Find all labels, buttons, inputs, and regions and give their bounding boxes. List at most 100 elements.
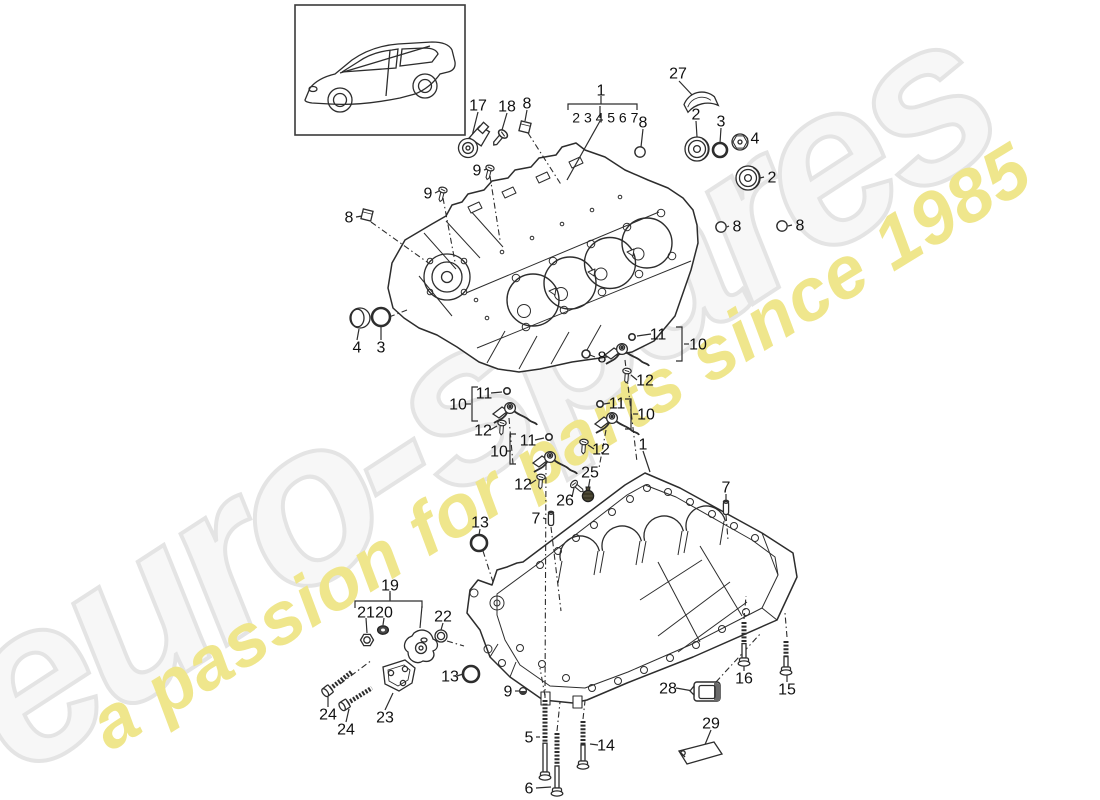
callout-10: 10 [490, 444, 508, 461]
part-icon-nozzle [491, 401, 538, 426]
callout-1: 1 [597, 83, 606, 100]
callout-14: 14 [597, 738, 615, 755]
part-icon-capR [684, 136, 710, 162]
leader-centerline [370, 221, 428, 263]
callout-7: 7 [722, 480, 731, 497]
part-icon-valve [581, 486, 595, 503]
callout-9: 9 [473, 163, 482, 180]
part-icon-bolt [338, 686, 374, 712]
leader-line [535, 786, 552, 789]
leader-centerline [784, 612, 788, 638]
callout-16: 16 [735, 671, 753, 688]
leader-line [640, 128, 644, 148]
leader-line [440, 622, 444, 631]
bracket-nozzle-a [676, 326, 683, 362]
callout-9: 9 [424, 186, 433, 203]
part-icon-oring [370, 306, 392, 328]
callout-8: 8 [345, 210, 354, 227]
part-icon-plugC [349, 307, 371, 329]
part-icon-plugH [731, 133, 749, 151]
car-illustration [304, 41, 456, 113]
part-icon-nozzle [593, 411, 640, 436]
callout-9: 9 [504, 684, 513, 701]
part-icon-screw [497, 419, 507, 436]
leader-centerline [556, 701, 561, 732]
part-icon-ring [581, 349, 591, 359]
callout-8: 8 [796, 218, 805, 235]
part-icon-sealS [434, 629, 448, 643]
leader-centerline [482, 550, 494, 583]
callout-4567: 4 5 6 7 [596, 110, 639, 126]
callout-13: 13 [471, 515, 489, 532]
leader-line [636, 333, 652, 337]
callout-24: 24 [337, 722, 355, 739]
callout-4: 4 [751, 131, 760, 148]
cylinder-bores [506, 217, 673, 327]
leader-centerline [725, 514, 729, 541]
leader-centerline [582, 700, 586, 720]
leader-line [587, 444, 595, 450]
callout-22: 22 [434, 609, 452, 626]
leader-line [589, 354, 596, 358]
callout-7: 7 [532, 511, 541, 528]
leader-centerline [544, 463, 547, 699]
callout-12: 12 [592, 442, 610, 459]
part-icon-pin [547, 510, 555, 527]
part-icon-screw [485, 164, 495, 181]
leader-line [719, 127, 722, 144]
part-icon-washer [376, 625, 390, 635]
callout-12: 12 [636, 373, 654, 390]
leader-line [726, 225, 730, 228]
callout-17: 17 [469, 98, 487, 115]
callout-25: 25 [581, 465, 599, 482]
vehicle-box-frame [294, 4, 466, 136]
leader-line [382, 617, 385, 626]
part-icon-pin [722, 499, 730, 516]
callout-10: 10 [449, 397, 467, 414]
leader-line [589, 743, 599, 746]
part-icon-ring [502, 386, 512, 396]
callout-2: 2 [692, 107, 701, 124]
callout-11: 11 [520, 433, 537, 450]
callout-6: 6 [525, 781, 534, 798]
callout-3: 3 [717, 114, 726, 131]
callout-26: 26 [556, 493, 574, 510]
callout-11: 11 [650, 327, 667, 344]
callout-24: 24 [319, 707, 337, 724]
part-icon-dot9 [518, 686, 528, 696]
part-icon-screw [493, 129, 509, 146]
part-icon-pump [403, 629, 439, 664]
part-icon-capS [715, 221, 727, 233]
leader-line [695, 120, 698, 138]
callout-19: 19 [381, 578, 399, 595]
leader-centerline [527, 132, 563, 187]
callout-21: 21 [357, 605, 375, 622]
callout-28: 28 [659, 681, 677, 698]
leader-line [419, 605, 423, 629]
leader-centerline [715, 632, 762, 683]
leader-line [529, 479, 537, 485]
part-icon-wedge [677, 741, 724, 765]
callout-3: 3 [377, 340, 386, 357]
part-icon-screw [438, 186, 448, 203]
leader-line [501, 112, 508, 131]
leader-line [356, 328, 360, 341]
part-icon-boltL [737, 622, 751, 667]
callout-8: 8 [639, 115, 648, 132]
leader-line [642, 450, 651, 473]
part-icon-oring [461, 664, 481, 684]
leader-line [524, 109, 528, 122]
part-icon-bolt [321, 669, 354, 698]
callout-23: 23 [376, 710, 394, 727]
part-icon-shell [683, 91, 720, 114]
part-icon-oring [711, 141, 729, 159]
callout-20: 20 [375, 605, 393, 622]
deck-bolt-holes [473, 194, 677, 332]
part-icon-cover [382, 659, 416, 692]
part-icon-oring [469, 533, 489, 553]
part-icon-nut [359, 633, 375, 647]
part-icon-boltL [550, 733, 564, 797]
leader-line [384, 692, 394, 711]
leader-centerline [446, 640, 465, 647]
